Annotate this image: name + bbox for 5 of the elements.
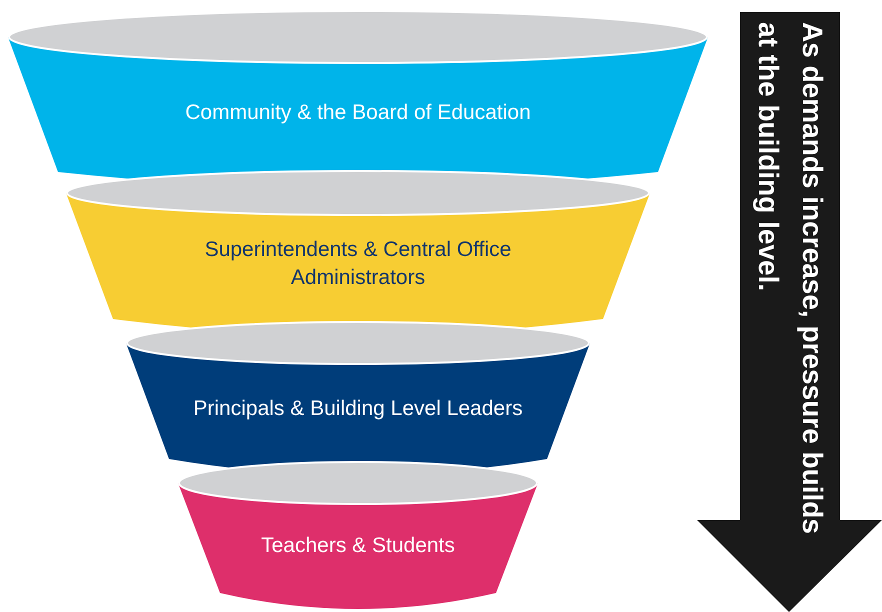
layer-label: Teachers & Students — [260, 533, 456, 559]
arrow-caption: As demands increase, pressure builds at the building level. — [752, 22, 829, 536]
layer-label: Superintendents & Central Office Administrators — [204, 237, 512, 291]
layer-label: Community & the Board of Education — [184, 100, 532, 126]
layer-label: Principals & Building Level Leaders — [192, 396, 524, 422]
